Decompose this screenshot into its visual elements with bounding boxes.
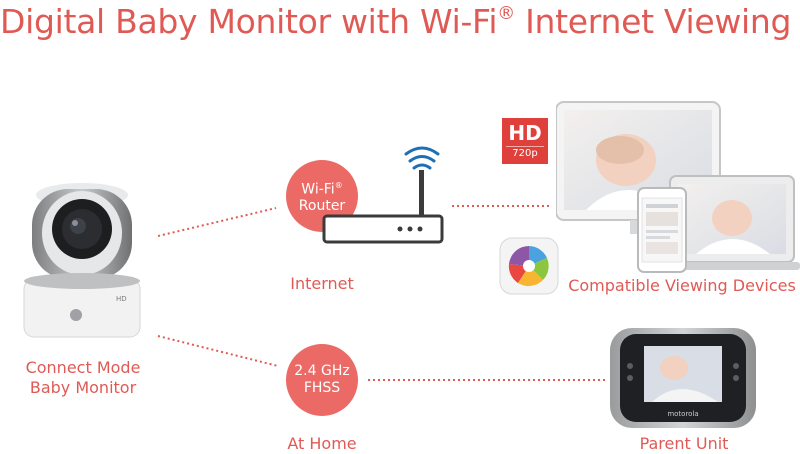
camera-hd-logo: HD <box>116 295 127 303</box>
hd-badge-text: HD <box>508 121 542 145</box>
page-title: Digital Baby Monitor with Wi-Fi® Interne… <box>0 2 800 41</box>
camera-label: Connect Mode Baby Monitor <box>8 358 158 398</box>
camera-label-line2: Baby Monitor <box>29 378 137 397</box>
line-camera-to-fhss <box>157 335 279 367</box>
line-camera-to-wifi <box>157 207 277 237</box>
internet-label: Internet <box>290 274 354 293</box>
at-home-label: At Home <box>287 434 357 453</box>
fhss-bubble-line1: 2.4 GHz <box>294 363 350 379</box>
parent-unit-brand: motorola <box>667 410 698 418</box>
title-main: Digital Baby Monitor with Wi-Fi <box>0 2 498 41</box>
fhss-bubble-line2: FHSS <box>303 380 341 396</box>
wifi-bubble-line1: Wi-Fi <box>301 181 335 198</box>
hd-badge-res: 720p <box>506 146 544 161</box>
parent-unit-label: Parent Unit <box>639 434 729 453</box>
app-icon <box>499 237 559 295</box>
viewing-devices <box>556 101 800 273</box>
title-tail: Internet Viewing <box>514 2 792 41</box>
wifi-bubble-reg: ® <box>334 180 343 190</box>
router-icon <box>322 146 444 244</box>
wifi-bubble-line2: Router <box>298 198 346 215</box>
hd-badge: HD 720p <box>502 118 548 164</box>
fhss-bubble: 2.4 GHz FHSS <box>286 344 358 416</box>
camera-label-line1: Connect Mode <box>25 358 141 377</box>
baby-monitor-camera: HD <box>23 183 141 338</box>
parent-unit-device: motorola <box>610 328 756 428</box>
title-reg: ® <box>497 3 515 24</box>
devices-label: Compatible Viewing Devices <box>568 276 796 295</box>
